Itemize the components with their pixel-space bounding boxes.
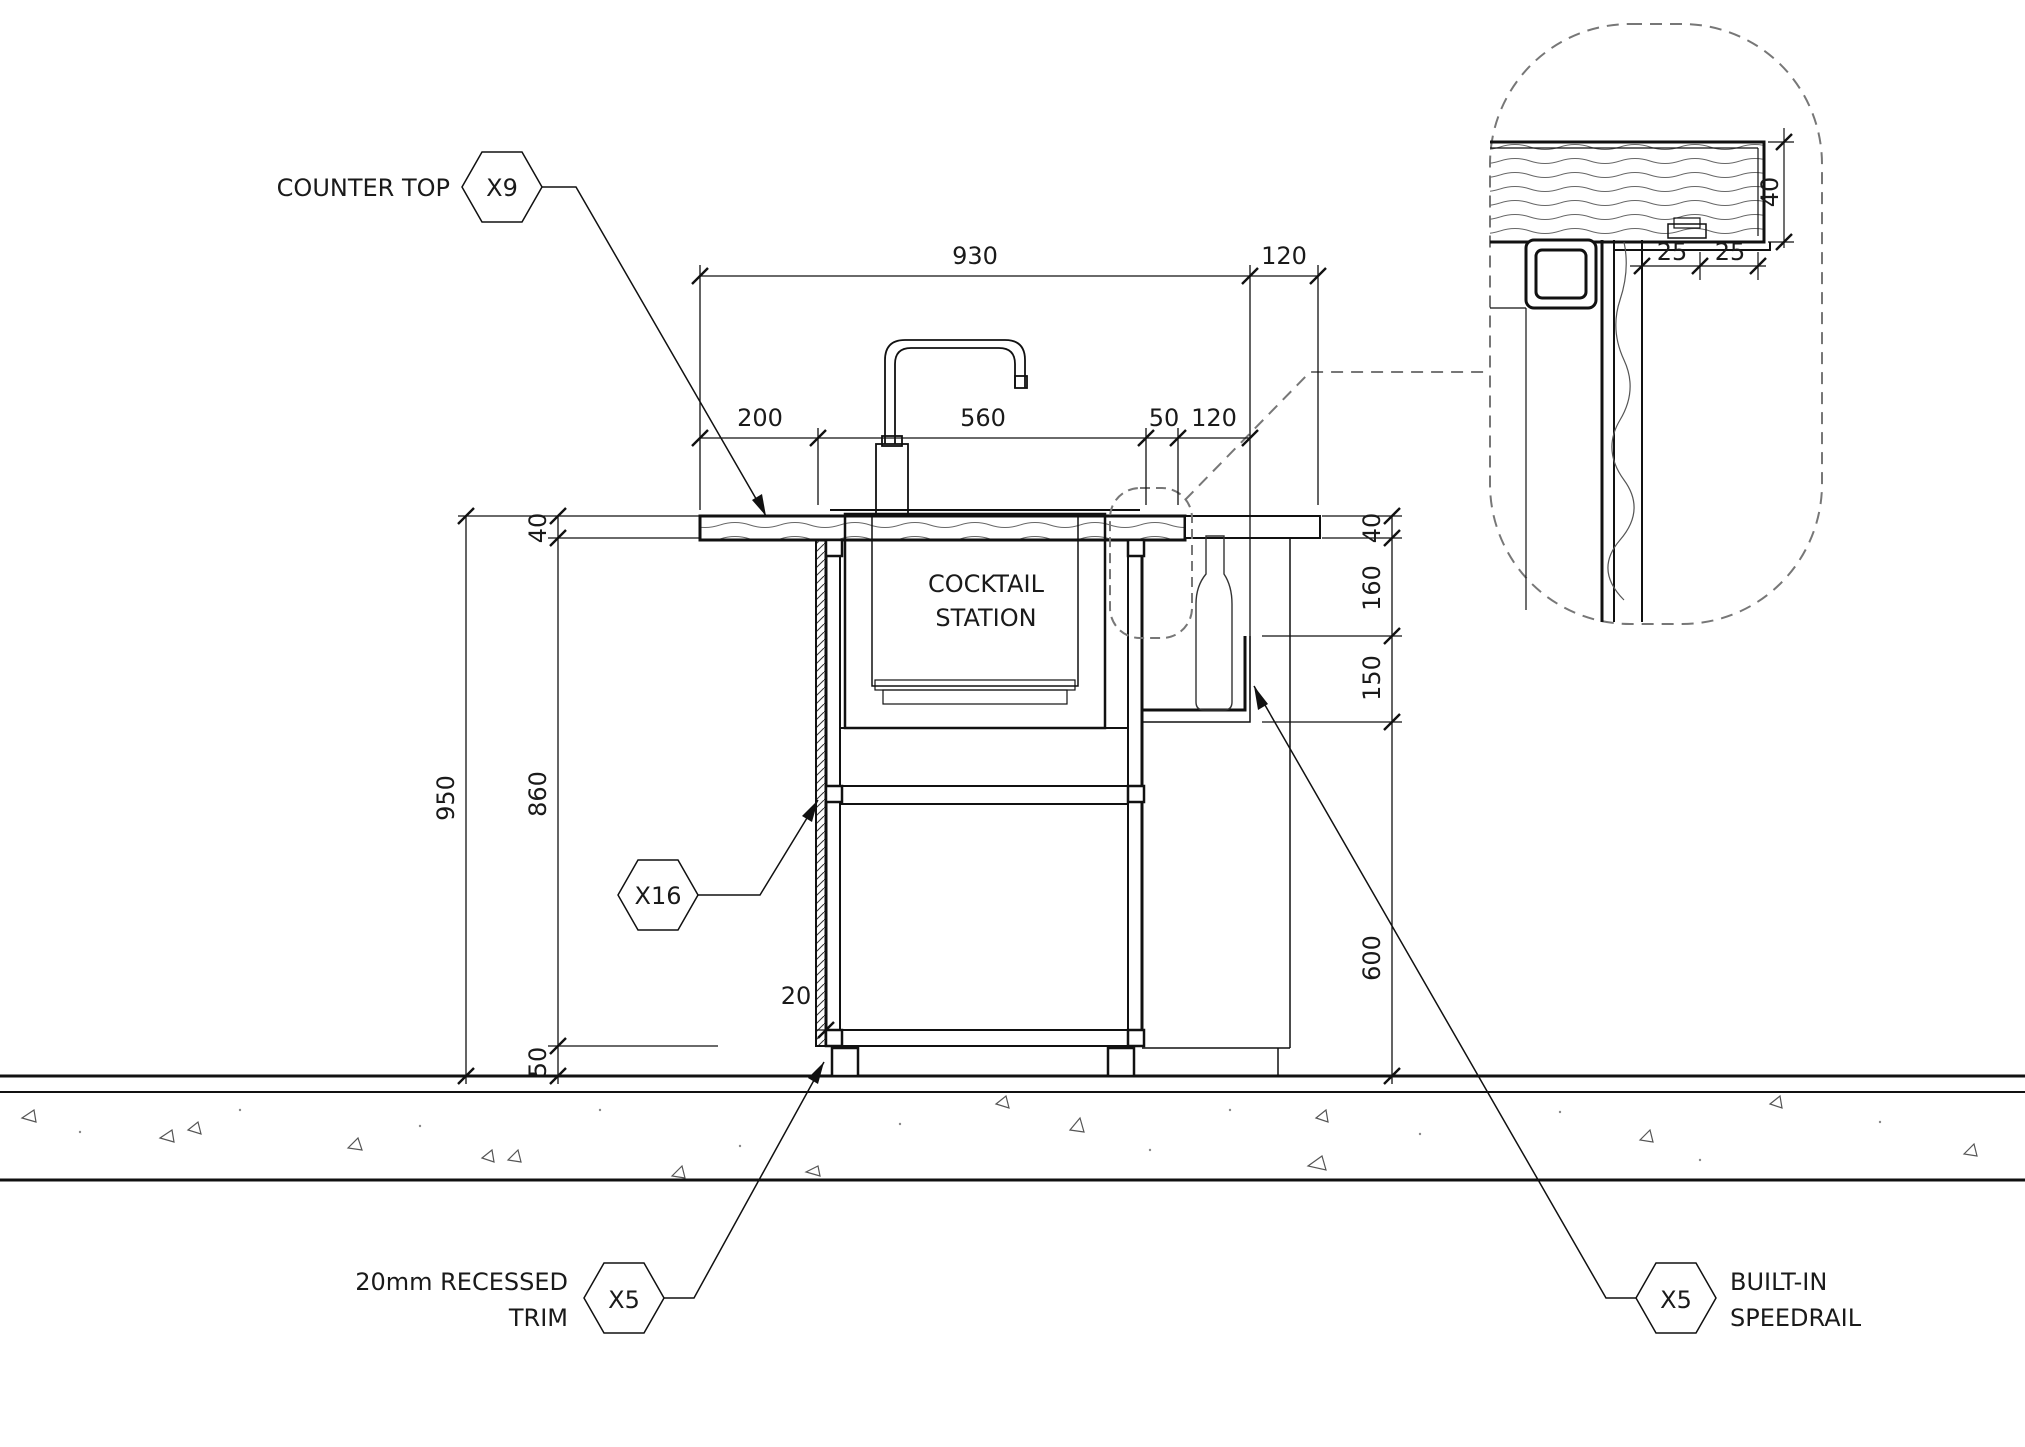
label-counter-top: COUNTER TOP	[277, 174, 450, 202]
dim-rail-depth: 150	[1358, 655, 1386, 701]
dim-cabinet-height: 860	[524, 771, 552, 817]
detail-dim-gap-right: 25	[1715, 238, 1746, 266]
floor-slab	[0, 1074, 2025, 1182]
dimension-text: 930 120 200 560 50 120 950 860 50 40 40 …	[432, 242, 1386, 1077]
dim-overall-width: 930	[952, 242, 998, 270]
tag-speedrail: X5	[1660, 1286, 1692, 1314]
label-trim-line2: TRIM	[508, 1304, 568, 1332]
callout-recessed-trim: X5 20mm RECESSED TRIM	[355, 1061, 825, 1334]
cocktail-label-line2: STATION	[935, 604, 1036, 632]
dim-top-thickness-right: 40	[1358, 513, 1386, 544]
cocktail-label-line1: COCKTAIL	[928, 570, 1045, 598]
dim-left-overhang: 200	[737, 404, 783, 432]
dim-right-overhang: 120	[1191, 404, 1237, 432]
callout-speedrail: X5 BUILT-IN SPEEDRAIL	[1253, 685, 1862, 1334]
dim-sink-width: 560	[960, 404, 1006, 432]
dimension-lines	[457, 265, 1402, 1085]
label-speedrail-line2: SPEEDRAIL	[1730, 1304, 1862, 1332]
label-speedrail-line1: BUILT-IN	[1730, 1268, 1827, 1296]
dim-trim-recess: 20	[781, 982, 812, 1010]
dim-upper-offset: 160	[1358, 565, 1386, 611]
dim-rail-height: 600	[1358, 935, 1386, 981]
tag-trim: X5	[608, 1286, 640, 1314]
detail-leader	[1184, 371, 1484, 501]
station-label: COCKTAIL STATION	[928, 570, 1045, 632]
detail-dim-thickness: 40	[1756, 177, 1784, 208]
dim-top-thickness-left: 40	[524, 513, 552, 544]
enlarged-detail: 40 25 25	[1489, 23, 1823, 625]
cabinet-frame	[815, 538, 1291, 1078]
tag-counter-top: X9	[486, 174, 518, 202]
dim-plinth-height: 50	[524, 1047, 552, 1078]
label-trim-line1: 20mm RECESSED	[355, 1268, 568, 1296]
bottle-icon	[1195, 535, 1233, 711]
faucet	[875, 339, 1028, 515]
detail-callout-bubble	[1109, 487, 1193, 639]
dim-right-overhang-top: 120	[1261, 242, 1307, 270]
tag-panel: X16	[635, 882, 682, 910]
callout-counter-top: X9 COUNTER TOP	[277, 151, 767, 517]
dim-gap-right: 50	[1149, 404, 1180, 432]
callout-panel: X16	[617, 799, 819, 931]
dim-total-height: 950	[432, 775, 460, 821]
detail-dim-gap-left: 25	[1657, 238, 1688, 266]
